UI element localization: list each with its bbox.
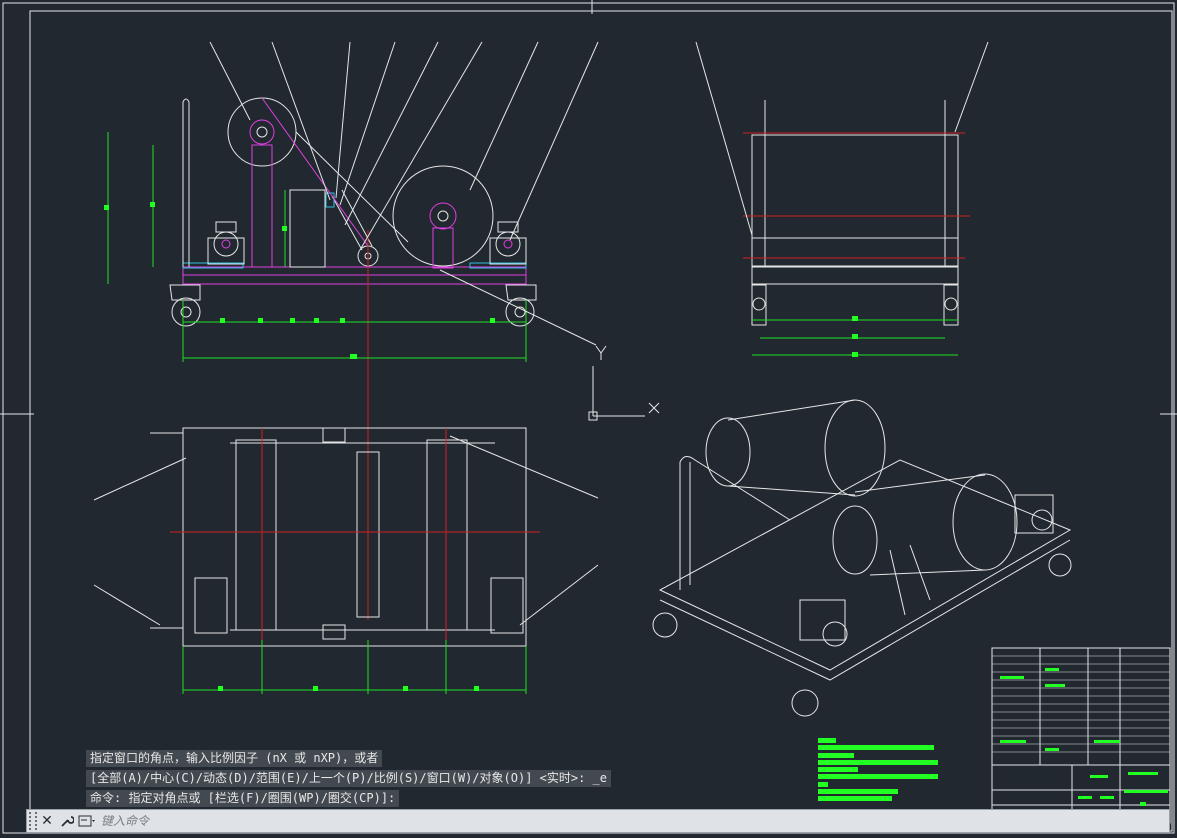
- command-input[interactable]: [97, 810, 1169, 832]
- ucs-icon: [588, 345, 660, 421]
- front-view: [104, 41, 599, 620]
- close-icon[interactable]: ✕: [41, 813, 53, 829]
- command-history-icon[interactable]: [77, 811, 97, 831]
- command-history-line: 指定窗口的角点，输入比例因子 (nX 或 nXP)，或者: [86, 750, 383, 767]
- wrench-icon[interactable]: [57, 811, 77, 831]
- command-history-line: 命令: 指定对角点或 [栏选(F)/圈围(WP)/圈交(CP)]:: [86, 790, 400, 807]
- title-block: [991, 647, 1171, 824]
- technical-notes: [818, 738, 938, 801]
- command-history-line: [全部(A)/中心(C)/动态(D)/范围(E)/上一个(P)/比例(S)/窗口…: [86, 770, 611, 787]
- top-view: [93, 427, 599, 694]
- side-view: [695, 41, 989, 357]
- isometric-view: [652, 399, 1072, 717]
- grip-handle[interactable]: [29, 812, 37, 830]
- command-line-bar: ✕: [26, 809, 1170, 833]
